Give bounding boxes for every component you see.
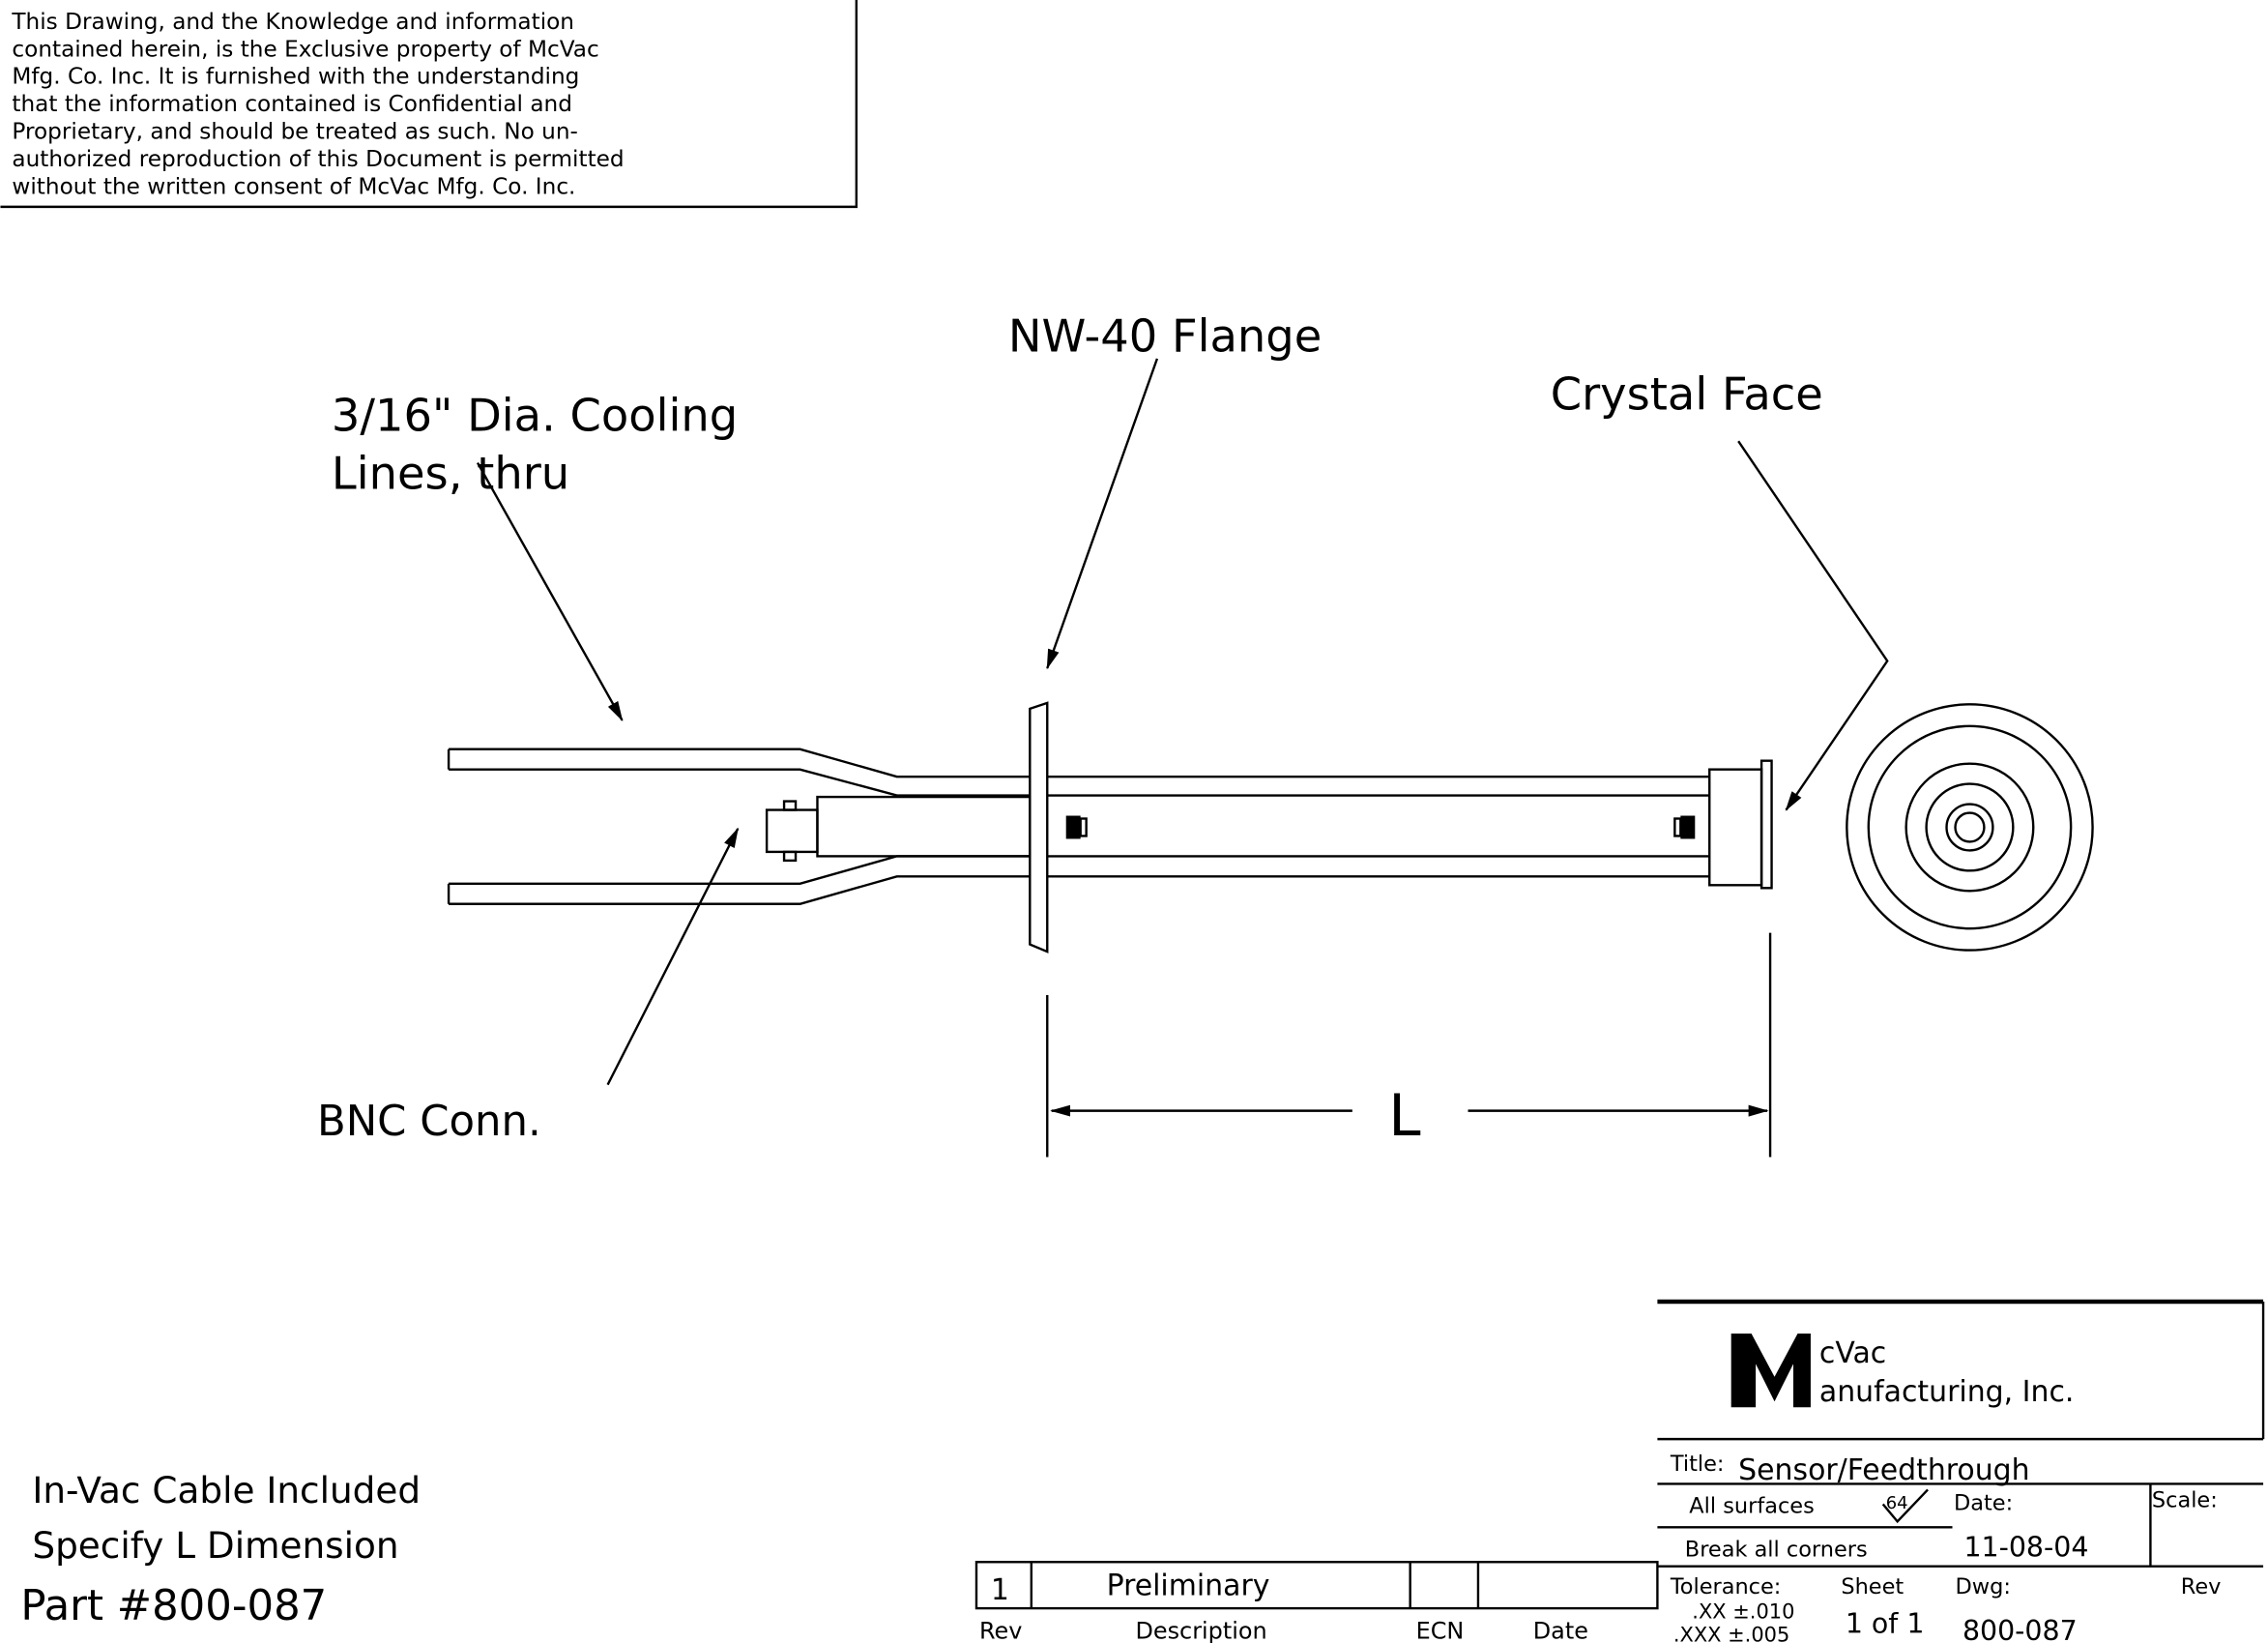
dwg-label: Dwg: <box>1956 1574 2011 1599</box>
crystal-face-label: Crystal Face <box>1551 367 1823 420</box>
disclaimer-line: that the information contained is Confid… <box>12 91 572 117</box>
date-value: 11-08-04 <box>1963 1531 2088 1563</box>
cooling-label-line1: 3/16" Dia. Cooling <box>332 390 738 442</box>
tolerance-label: Tolerance: <box>1670 1574 1781 1599</box>
title-label: Title: <box>1670 1452 1725 1477</box>
scale-label: Scale: <box>2152 1487 2218 1512</box>
company-name-line1: cVac <box>1819 1336 1886 1370</box>
note-cable: In-Vac Cable Included <box>32 1469 421 1511</box>
rev-value: 1 <box>991 1573 1009 1607</box>
disclaimer-line: contained herein, is the Exclusive prope… <box>12 36 598 62</box>
bnc-connector <box>765 808 819 854</box>
date-label: Date: <box>1954 1490 2013 1515</box>
dwg-value: 800-087 <box>1963 1615 2078 1643</box>
date-header: Date <box>1533 1618 1588 1643</box>
cooling-leader-arrow <box>476 462 624 722</box>
surface-finish-value: 64 <box>1886 1493 1908 1513</box>
rev-label: Rev <box>2181 1574 2222 1599</box>
rev-description: Preliminary <box>1107 1570 1270 1603</box>
bnc-leader-arrow <box>606 827 740 1086</box>
sensor-head <box>1708 768 1763 887</box>
flange-leader-arrow <box>1046 358 1159 670</box>
part-number: Part #800-087 <box>20 1582 327 1630</box>
corners-note: Break all corners <box>1685 1537 1868 1562</box>
crystal-face <box>1759 759 1773 890</box>
surface-finish-icon <box>1881 1488 1929 1524</box>
disclaimer-line: without the written consent of McVac Mfg… <box>12 173 575 199</box>
disclaimer-line: authorized reproduction of this Document… <box>12 146 624 172</box>
mcvac-logo: cVac anufacturing, Inc. <box>1730 1333 2074 1409</box>
cooling-label-line2: Lines, thru <box>332 448 569 500</box>
description-header: Description <box>1135 1618 1266 1643</box>
ecn-header: ECN <box>1416 1618 1465 1643</box>
crystal-leader-arrow <box>1737 440 1889 811</box>
dimension-l <box>1046 932 1772 1158</box>
revision-table: 1 Preliminary Rev Description ECN Date <box>974 1561 1659 1643</box>
tolerance-xx: .XX ±.010 <box>1692 1600 1794 1624</box>
sensor-feedthrough-drawing <box>447 701 2094 954</box>
rev-header: Rev <box>979 1618 1022 1643</box>
title-block: cVac anufacturing, Inc. Title: Sensor/Fe… <box>1657 1299 2265 1643</box>
tolerance-xxx: .XXX ±.005 <box>1673 1624 1789 1643</box>
end-view <box>1846 703 2094 952</box>
title-value: Sensor/Feedthrough <box>1738 1453 2029 1487</box>
note-specify-l: Specify L Dimension <box>32 1524 398 1567</box>
nw40-flange <box>1029 701 1049 954</box>
sheet-value: 1 of 1 <box>1846 1608 1925 1640</box>
sheet-label: Sheet <box>1841 1574 1904 1599</box>
cooling-line-lower <box>449 855 1031 886</box>
disclaimer-line: This Drawing, and the Knowledge and info… <box>11 9 574 35</box>
disclaimer-box: This Drawing, and the Knowledge and info… <box>0 0 858 209</box>
company-name-line2: anufacturing, Inc. <box>1819 1375 2074 1409</box>
disclaimer-line: Mfg. Co. Inc. It is furnished with the u… <box>12 64 579 90</box>
flange-label: NW-40 Flange <box>1008 309 1322 362</box>
cooling-line-upper <box>449 748 1031 778</box>
disclaimer-line: Proprietary, and should be treated as su… <box>12 119 578 145</box>
surfaces-note: All surfaces <box>1689 1493 1814 1518</box>
bnc-label: BNC Conn. <box>317 1098 541 1146</box>
dimension-l-label: L <box>1388 1082 1420 1150</box>
